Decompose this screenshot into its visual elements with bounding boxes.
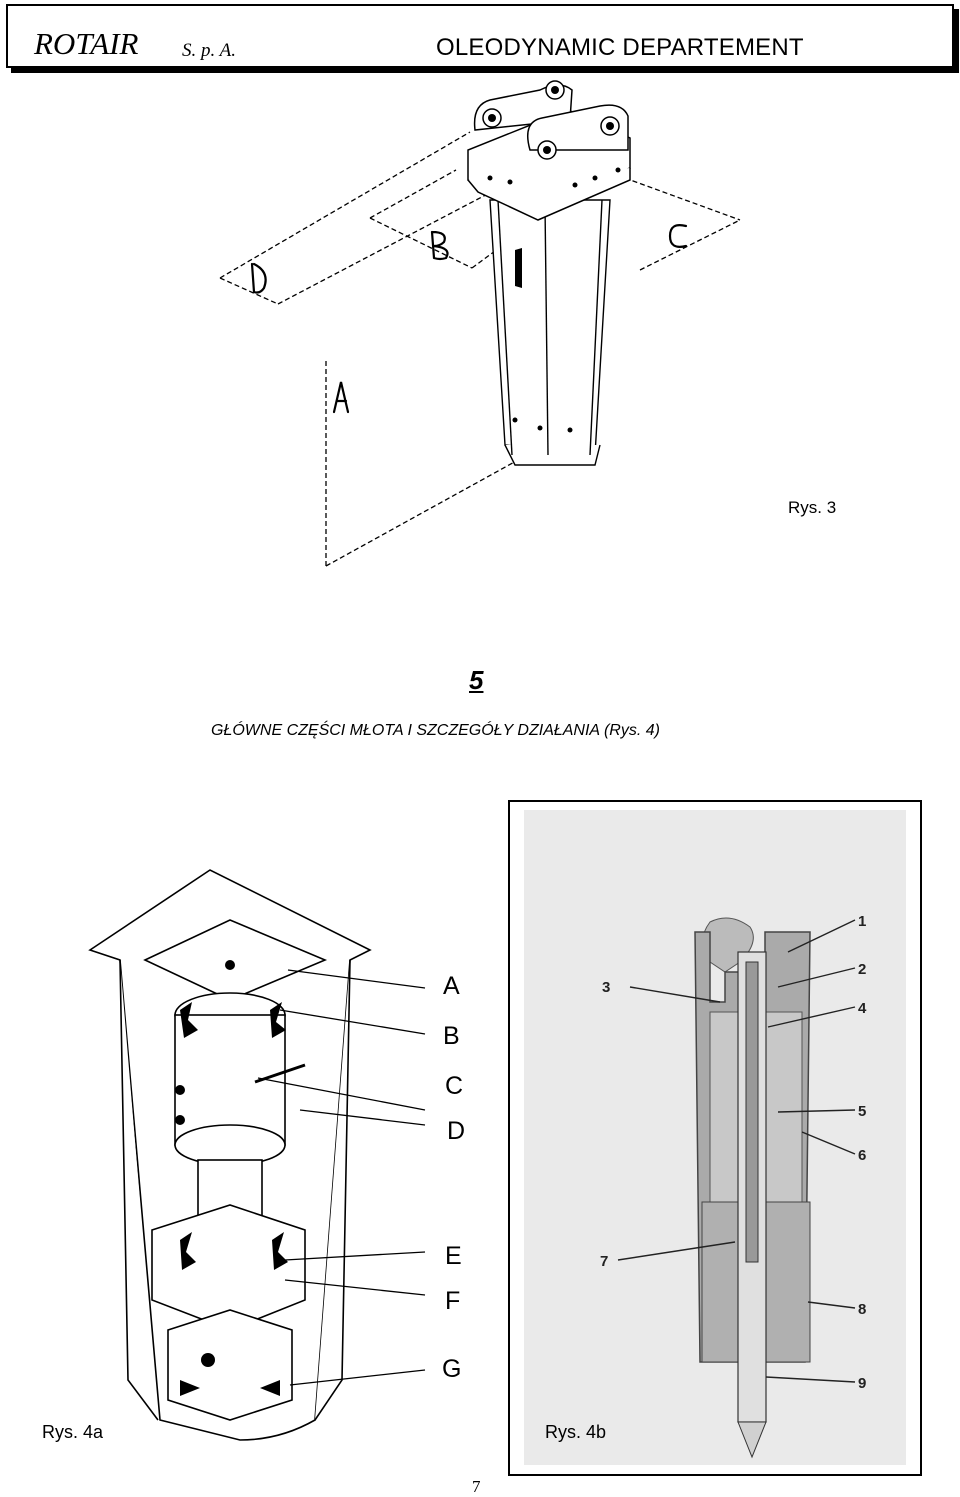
figure-3-caption: Rys. 3 — [788, 498, 837, 517]
figure-4b-label-8: 8 — [858, 1301, 866, 1318]
figure-4b-drawing: 1 2 3 4 5 6 7 8 9 — [524, 810, 906, 1465]
figure-4a-label-f: F — [445, 1287, 461, 1315]
figure-4b-label-9: 9 — [858, 1375, 866, 1392]
company-name: ROTAIR — [34, 26, 139, 61]
figure-4b-label-3: 3 — [602, 979, 610, 996]
figure-4a-label-e: E — [445, 1242, 462, 1270]
section-title: GŁÓWNE CZĘŚCI MŁOTA I SZCZEGÓŁY DZIAŁANI… — [211, 722, 660, 739]
figure-4b-caption: Rys. 4b — [545, 1422, 607, 1442]
figure-4b-label-6: 6 — [858, 1147, 866, 1164]
section-number: 5 — [469, 665, 484, 695]
page-number: 7 — [472, 1477, 481, 1496]
figure-4a-drawing — [88, 869, 426, 1441]
figure-4a-label-c: C — [445, 1072, 464, 1100]
figure-3-drawing — [219, 80, 741, 567]
figure-4a-label-b: B — [443, 1022, 460, 1050]
figure-4b-label-1: 1 — [858, 913, 866, 930]
figure-4b-label-7: 7 — [600, 1253, 608, 1270]
department-title: OLEODYNAMIC DEPARTEMENT — [436, 34, 804, 61]
figure-4a-label-g: G — [442, 1355, 462, 1383]
figure-4a-label-a: A — [443, 972, 460, 1000]
figure-4b-label-2: 2 — [858, 961, 866, 978]
figure-4b-label-5: 5 — [858, 1103, 866, 1120]
page-header: ROTAIR S. p. A. OLEODYNAMIC DEPARTEMENT — [6, 4, 954, 68]
figure-4a-caption: Rys. 4a — [42, 1422, 104, 1442]
figure-4b-frame: 1 2 3 4 5 6 7 8 9 — [508, 800, 922, 1476]
figure-4b-label-4: 4 — [858, 1000, 867, 1017]
figure-4a-label-d: D — [447, 1117, 466, 1145]
company-suffix: S. p. A. — [182, 40, 237, 61]
